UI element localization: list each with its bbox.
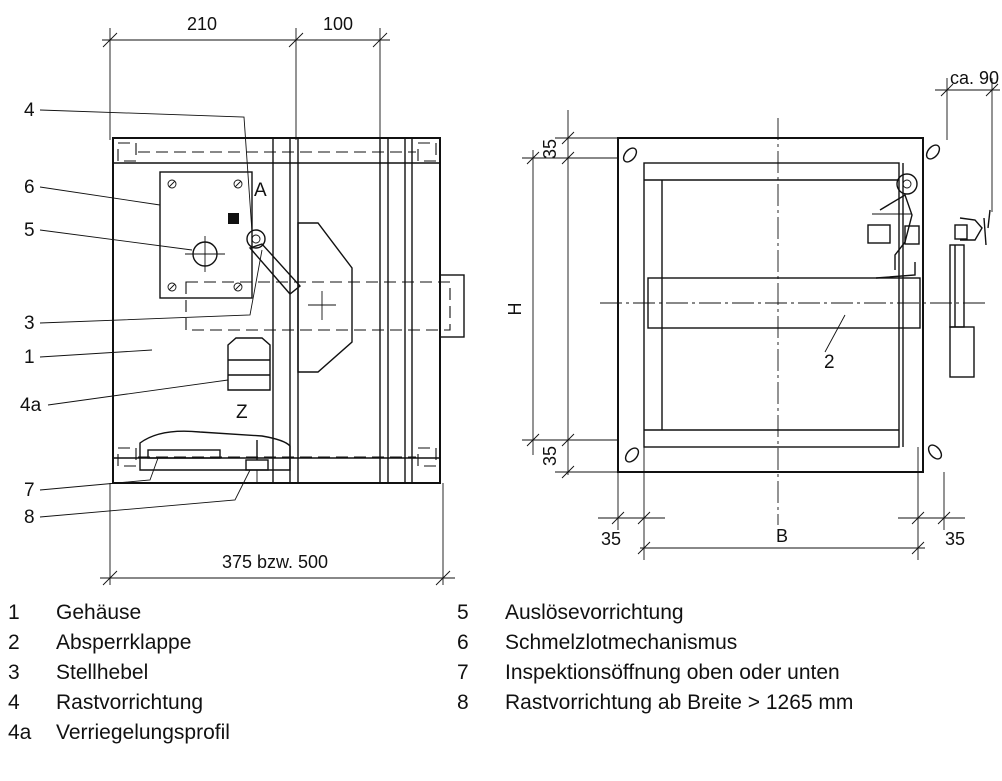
legend-item: 6 Schmelzlotmechanismus xyxy=(457,628,853,658)
dimension-375-500: 375 bzw. 500 xyxy=(222,552,328,572)
legend-number: 7 xyxy=(457,661,469,684)
legend-label: Rastvorrichtung xyxy=(56,691,204,714)
legend-item: 1 Gehäuse xyxy=(8,598,230,628)
legend-left: 1 Gehäuse 2 Absperrklappe 3 Stellhebel 4 Ras… xyxy=(8,598,230,748)
legend-number: 5 xyxy=(457,601,469,624)
callout-2: 2 xyxy=(824,352,835,373)
callout-8: 8 xyxy=(24,507,35,528)
dimension-35-top: 35 xyxy=(540,139,560,159)
dimension-210: 210 xyxy=(187,14,217,34)
dimension-35-left: 35 xyxy=(601,529,621,549)
dimension-ca90: ca. 90 xyxy=(950,68,999,88)
legend-label: Verriegelungsprofil xyxy=(56,721,230,744)
front-view xyxy=(600,118,991,525)
legend-item: 8 Rastvorrichtung ab Breite > 1265 mm xyxy=(457,688,853,718)
legend-number: 4a xyxy=(8,721,32,744)
dimension-width-b: B xyxy=(776,526,788,546)
callout-1: 1 xyxy=(24,347,35,368)
dimension-35-right: 35 xyxy=(945,529,965,549)
legend-label: Inspektionsöffnung oben oder unten xyxy=(505,661,840,684)
label-a: A xyxy=(254,180,267,201)
bottom-dimension-left xyxy=(100,483,455,586)
legend-number: 3 xyxy=(8,661,20,684)
callout-3: 3 xyxy=(24,313,35,334)
legend-label: Schmelzlotmechanismus xyxy=(505,631,738,654)
callout-5: 5 xyxy=(24,220,35,241)
label-z: Z xyxy=(236,402,248,423)
callout-4: 4 xyxy=(24,100,35,121)
callout-4a: 4a xyxy=(20,395,42,416)
legend-item: 4a Verriegelungsprofil xyxy=(8,718,230,748)
legend-item: 3 Stellhebel xyxy=(8,658,230,688)
side-view xyxy=(102,28,465,484)
legend-label: Gehäuse xyxy=(56,601,142,624)
dimension-100: 100 xyxy=(323,14,353,34)
legend-label: Rastvorrichtung ab Breite > 1265 mm xyxy=(505,691,854,714)
legend-label: Auslösevorrichtung xyxy=(505,601,684,624)
leader-lines xyxy=(39,109,263,518)
legend-right: 5 Auslösevorrichtung 6 Schmelzlotmechanism… xyxy=(457,598,853,718)
callout-6: 6 xyxy=(24,177,35,198)
legend-number: 1 xyxy=(8,601,20,624)
legend-label: Stellhebel xyxy=(56,661,149,684)
legend-number: 4 xyxy=(8,691,20,714)
dimension-height-h: H xyxy=(505,303,525,316)
legend-number: 8 xyxy=(457,691,469,714)
callout-7: 7 xyxy=(24,480,35,501)
legend-item: 2 Absperrklappe xyxy=(8,628,230,658)
dimension-35-bottom: 35 xyxy=(540,446,560,466)
legend-item: 4 Rastvorrichtung xyxy=(8,688,230,718)
legend-item: 7 Inspektionsöffnung oben oder unten xyxy=(457,658,853,688)
legend-number: 2 xyxy=(8,631,20,654)
legend-number: 6 xyxy=(457,631,469,654)
legend-item: 5 Auslösevorrichtung xyxy=(457,598,853,628)
legend-label: Absperrklappe xyxy=(56,631,192,654)
front-view-dimensions xyxy=(522,78,1000,560)
